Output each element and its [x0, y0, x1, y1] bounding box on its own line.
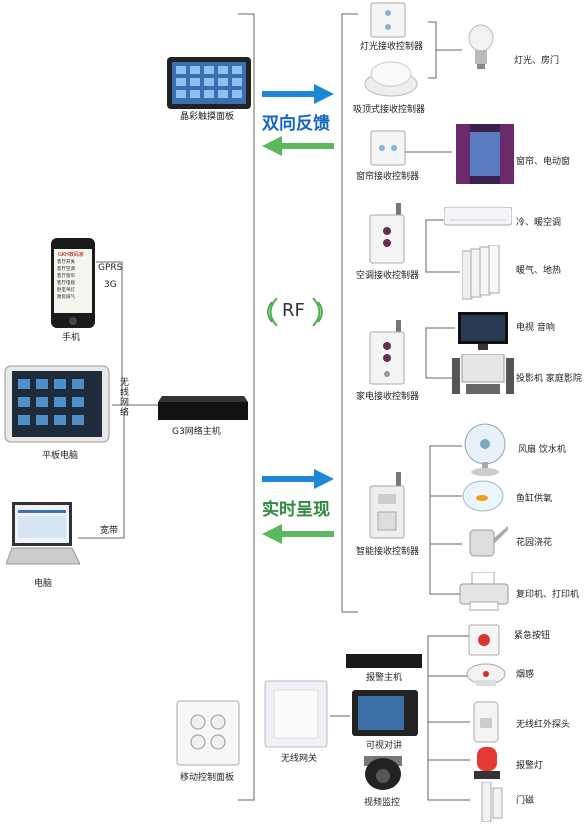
ac-controller-image: [368, 203, 408, 265]
bidirectional-label: 双向反馈: [262, 114, 330, 134]
dome-camera-image: [360, 756, 406, 792]
alarm-light-image: [474, 745, 500, 779]
air-conditioner-image: [443, 206, 513, 227]
phone-screen-title: GKH数码家: [58, 252, 84, 258]
wireless-gateway-label: 无线网关: [281, 754, 318, 764]
network-host-image: [158, 390, 248, 422]
tablet-image: [4, 365, 110, 443]
phone-screen-row: 卧室吊灯: [57, 288, 75, 293]
laptop-label: 电脑: [34, 579, 53, 589]
fan-device-label: 风扇 饮水机: [518, 445, 566, 455]
heater-device-label: 暖气、地热: [516, 266, 562, 276]
bidirectional-arrow-right: [262, 84, 334, 104]
touch-panel-label: 晶彩触摸面板: [180, 112, 235, 122]
smoke-label: 烟感: [516, 670, 535, 680]
phone-image: [50, 237, 96, 329]
curtain-controller-image: [370, 130, 406, 166]
curtain-device-label: 窗帘、电动窗: [516, 157, 571, 167]
infrared-label: 无线红外探头: [516, 720, 571, 730]
emergency-label: 紧急按钮: [514, 631, 551, 641]
light-device-label: 灯光、房门: [514, 56, 560, 66]
emergency-button-image: [468, 624, 500, 656]
rf-signal-right-icon: [312, 297, 332, 327]
tv-device-label: 电视 音响: [516, 323, 555, 333]
rf-signal-left-icon: [258, 297, 278, 327]
tablet-label: 平板电脑: [42, 451, 79, 461]
fish-device-label: 鱼缸供氧: [516, 494, 553, 504]
smart-controller-label: 智能接收控制器: [356, 547, 420, 557]
realtime-label: 实时呈现: [262, 500, 330, 520]
light-controller-label: 灯光接收控制器: [360, 42, 424, 52]
tv-image: [458, 312, 508, 350]
phone-screen-row: 客厅电视: [57, 281, 75, 286]
mobile-control-panel-label: 移动控制面板: [180, 773, 235, 783]
host-label: G3网络主机: [172, 427, 221, 437]
light-controller-image: [370, 2, 406, 38]
appliance-controller-image: [368, 320, 408, 386]
phone-screen-row: 客厅开关: [57, 260, 75, 265]
wireless-label: 无线网络: [120, 378, 130, 418]
phone-screen-list: 客厅开关 客厅空调 客厅窗帘 客厅电视 卧室吊灯 厨房排气: [57, 259, 91, 301]
realtime-arrow-right: [262, 469, 334, 489]
gprs-label: GPRS: [98, 263, 123, 273]
touch-panel: [166, 56, 252, 110]
printer-image: [458, 571, 510, 612]
ceiling-controller-image: [364, 58, 418, 98]
bidirectional-arrow-left: [262, 136, 334, 156]
window-image: [456, 124, 514, 184]
ac-controller-label: 空调接收控制器: [356, 271, 420, 281]
broadband-label: 宽带: [100, 526, 119, 536]
smoke-detector-image: [466, 662, 506, 690]
fish-tank-image: [462, 476, 504, 512]
phone-label: 手机: [62, 333, 81, 343]
infrared-detector-image: [472, 700, 500, 744]
curtain-controller-label: 窗帘接收控制器: [356, 172, 420, 182]
ac-device-label: 冷、暖空调: [516, 218, 562, 228]
laptop-image: [5, 500, 81, 572]
garden-device-label: 花园浇花: [516, 538, 553, 548]
phone-screen-row: 客厅窗帘: [57, 274, 75, 279]
door-sensor-label: 门磁: [516, 796, 535, 806]
heater-image: [461, 244, 500, 301]
appliance-controller-label: 家电接收控制器: [356, 392, 420, 402]
alarm-host-image: [346, 652, 422, 670]
wireless-gateway-image: [264, 680, 328, 748]
phone-screen-row: 厨房排气: [57, 295, 75, 300]
video-intercom-image: [352, 690, 418, 736]
bulb-icon: [468, 24, 494, 70]
door-sensor-image: [480, 781, 504, 823]
realtime-arrow-left: [262, 524, 334, 544]
watering-can-image: [458, 520, 508, 560]
rf-label: RF: [282, 300, 305, 321]
phone-screen-row: 客厅空调: [57, 267, 75, 272]
fan-image: [460, 422, 510, 476]
alarm-light-label: 报警灯: [516, 761, 544, 771]
mobile-control-panel-image: [176, 700, 240, 766]
projector-image: [452, 353, 514, 396]
ceiling-controller-label: 吸顶式接收控制器: [353, 105, 426, 115]
projector-device-label: 投影机 家庭影院: [516, 374, 582, 384]
video-intercom-label: 可视对讲: [366, 741, 403, 751]
smart-controller-image: [368, 472, 408, 540]
video-monitor-label: 视频监控: [364, 798, 401, 808]
printer-device-label: 复印机、打印机: [516, 590, 580, 600]
3g-label: 3G: [104, 280, 117, 290]
alarm-host-label: 报警主机: [366, 673, 403, 683]
